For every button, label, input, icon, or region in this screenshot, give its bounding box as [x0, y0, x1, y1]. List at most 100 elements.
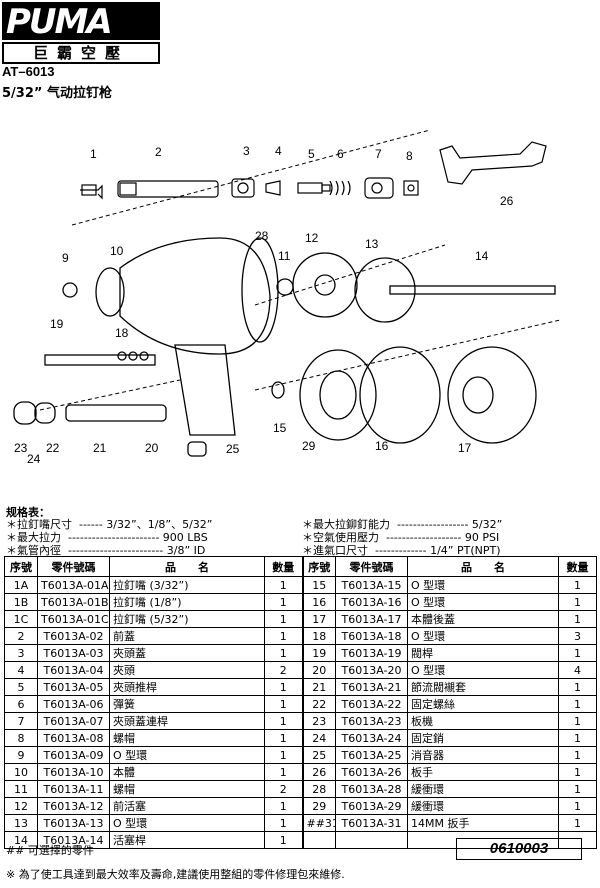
header-description-right: 品 名: [407, 556, 559, 577]
spec-right-1: ＊最大拉鉚釘能力 ------------------ 5/32”: [302, 518, 503, 531]
spec-left-1: ＊拉釘嘴尺寸 ------ 3/32”、1/8”、5/32”: [6, 518, 213, 531]
callout-25: 25: [226, 442, 240, 456]
cell-description-right: O 型環: [407, 627, 559, 645]
cell-no-right: 16: [301, 593, 336, 611]
header-qty-right: 數量: [558, 556, 597, 577]
cell-no-left: 1A: [4, 576, 38, 594]
cell-no-right: 18: [301, 627, 336, 645]
cell-qty-right: [558, 831, 597, 849]
cell-no-left: 9: [4, 746, 38, 764]
cell-qty-left: 1: [264, 831, 303, 849]
cell-qty-right: 3: [558, 627, 597, 645]
cell-no-right: 29: [301, 797, 336, 815]
cell-part-number-right: T6013A-26: [335, 763, 408, 781]
cell-description-left: 活塞桿: [109, 831, 265, 849]
cell-no-left: 1C: [4, 610, 38, 628]
header-part-number-left: 零件號碼: [37, 556, 110, 577]
cell-qty-right: 1: [558, 593, 597, 611]
cell-no-left: 8: [4, 729, 38, 747]
cell-qty-left: 1: [264, 712, 303, 730]
callout-6: 6: [337, 147, 344, 161]
cell-no-left: 13: [4, 814, 38, 832]
callout-13: 13: [365, 237, 379, 251]
callout-8: 8: [406, 149, 413, 163]
exploded-diagram: 1 2 3 4 5 6 7 8 26 28 12 13 14 9 10 11 1…: [13, 130, 561, 466]
cell-part-number-left: T6013A-14: [37, 831, 110, 849]
cell-part-number-right: T6013A-21: [335, 678, 408, 696]
callout-22: 22: [46, 441, 60, 455]
cell-qty-right: 1: [558, 576, 597, 594]
cell-description-right: 節流閥襯套: [407, 678, 559, 696]
cell-part-number-right: T6013A-22: [335, 695, 408, 713]
cell-no-right: 22: [301, 695, 336, 713]
callout-10: 10: [110, 244, 124, 258]
cell-description-left: 前蓋: [109, 627, 265, 645]
cell-part-number-left: T6013A-06: [37, 695, 110, 713]
cell-part-number-left: T6013A-07: [37, 712, 110, 730]
cell-description-right: O 型環: [407, 661, 559, 679]
cell-description-left: 夾頭推桿: [109, 678, 265, 696]
header-no-left: 序號: [4, 556, 38, 577]
cell-description-right: O 型環: [407, 576, 559, 594]
document-code: 0610003: [456, 838, 582, 860]
cell-qty-left: 1: [264, 695, 303, 713]
cell-qty-right: 1: [558, 610, 597, 628]
cell-qty-right: 1: [558, 780, 597, 798]
cell-no-right: 28: [301, 780, 336, 798]
cell-qty-right: 1: [558, 814, 597, 832]
cell-description-left: O 型環: [109, 814, 265, 832]
model-number: AT–6013: [2, 64, 55, 79]
callout-18: 18: [115, 326, 129, 340]
cell-description-right: 板機: [407, 712, 559, 730]
cell-part-number-right: T6013A-16: [335, 593, 408, 611]
puma-logo: PUMA ® 巨霸空壓: [2, 2, 162, 64]
spec-left-3: ＊氣管內徑 ------------------------ 3/8” ID: [6, 544, 206, 557]
cell-no-left: 6: [4, 695, 38, 713]
cell-qty-left: 1: [264, 576, 303, 594]
cell-description-right: 本體後蓋: [407, 610, 559, 628]
assembly-lines: [39, 130, 561, 411]
cell-description-left: 前活塞: [109, 797, 265, 815]
cell-part-number-left: T6013A-11: [37, 780, 110, 798]
cell-description-right: 固定螺絲: [407, 695, 559, 713]
cell-description-left: 拉釘嘴 (1/8”): [109, 593, 265, 611]
repair-kit-note: ※ 為了使工具達到最大效率及壽命,建議使用整組的零件修理包來維修.: [6, 868, 345, 881]
cell-description-left: 本體: [109, 763, 265, 781]
cell-part-number-left: T6013A-01A: [37, 576, 110, 594]
callout-11: 11: [278, 249, 291, 263]
cell-qty-left: 1: [264, 797, 303, 815]
cell-qty-left: 1: [264, 678, 303, 696]
header-qty-left: 數量: [264, 556, 303, 577]
cell-part-number-right: T6013A-28: [335, 780, 408, 798]
cell-qty-left: 2: [264, 661, 303, 679]
cell-qty-left: 1: [264, 729, 303, 747]
cell-no-left: 3: [4, 644, 38, 662]
cell-qty-right: 1: [558, 746, 597, 764]
cell-description-left: 彈簧: [109, 695, 265, 713]
cell-description-right: 緩衝環: [407, 797, 559, 815]
cell-description-left: 螺帽: [109, 729, 265, 747]
product-name: 5/32” 气动拉钉枪: [2, 86, 112, 101]
cell-qty-left: 1: [264, 644, 303, 662]
cell-no-left: 4: [4, 661, 38, 679]
cell-part-number-right: T6013A-15: [335, 576, 408, 594]
cell-no-left: 2: [4, 627, 38, 645]
optional-parts-note: ## 可選擇的零件: [6, 844, 94, 857]
header-part-number-right: 零件號碼: [335, 556, 408, 577]
cell-qty-left: 2: [264, 780, 303, 798]
cell-no-right: 23: [301, 712, 336, 730]
spec-title: 规格表：: [6, 506, 50, 519]
header-no-right: 序號: [301, 556, 336, 577]
